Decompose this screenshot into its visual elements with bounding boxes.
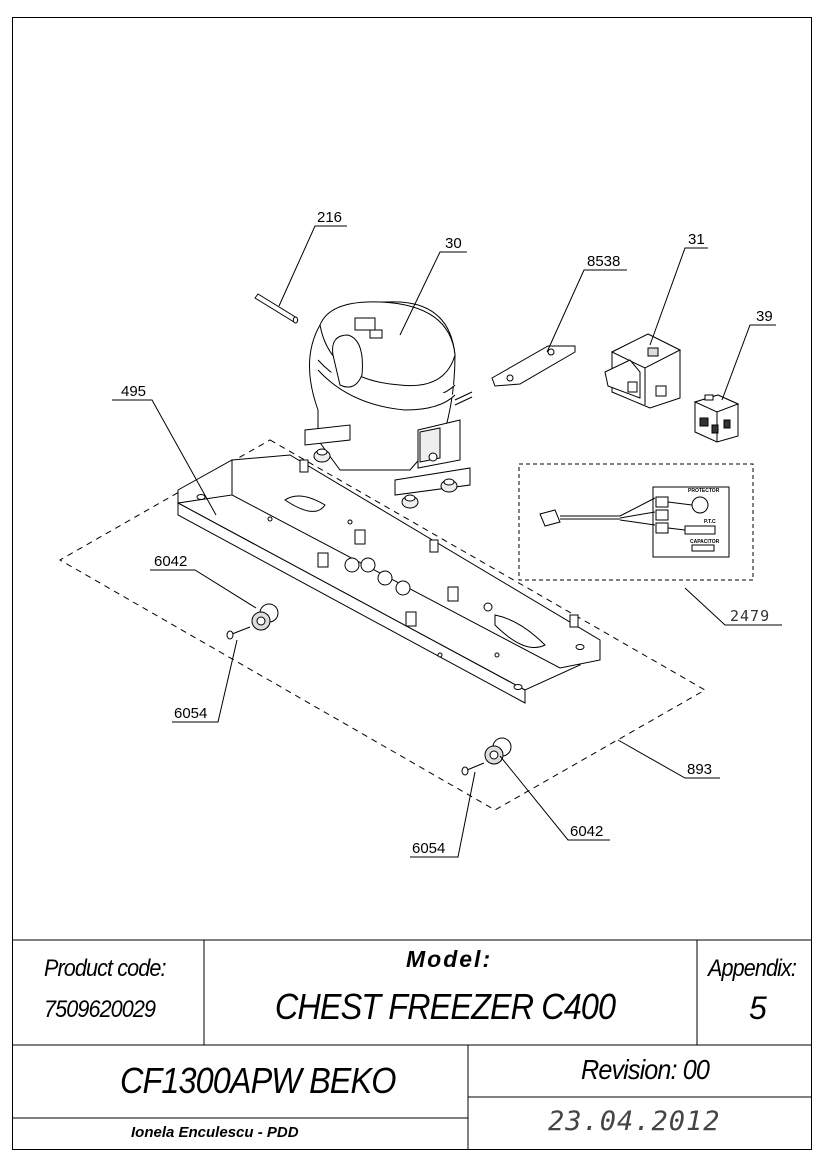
callout-893: 893 xyxy=(687,761,712,778)
compressor xyxy=(304,301,473,509)
sheet-border xyxy=(12,17,812,1150)
ptc-start-relay xyxy=(693,394,740,443)
cable-clamp xyxy=(491,345,576,387)
model-label: Model: xyxy=(406,946,493,972)
wiring-capacitor-label: CAPACITOR xyxy=(690,539,720,545)
product-name: CF1300APW BEKO xyxy=(120,1060,396,1101)
callout-216: 216 xyxy=(317,209,342,226)
callout-6054-right: 6054 xyxy=(412,840,445,857)
callout-8538: 8538 xyxy=(587,253,620,270)
callout-2479: 2479 xyxy=(730,607,770,625)
issue-date: 23.04.2012 xyxy=(548,1106,721,1137)
screw-right xyxy=(461,762,485,776)
title-block-grid xyxy=(12,939,812,1150)
callout-6042-right: 6042 xyxy=(570,823,603,840)
product-code-value: 7509620029 xyxy=(44,996,156,1023)
callout-6042-left: 6042 xyxy=(154,553,187,570)
callout-30: 30 xyxy=(445,235,462,252)
wiring-harness-detail xyxy=(518,463,754,581)
rubber-foot-right xyxy=(484,737,512,765)
callout-39: 39 xyxy=(756,308,773,325)
wiring-protector-label: PROTECTOR xyxy=(688,488,720,494)
appendix-value: 5 xyxy=(749,990,767,1026)
rubber-foot-left xyxy=(251,603,279,631)
compressor-mounting-rail xyxy=(176,454,601,704)
screw-left xyxy=(226,626,251,640)
callout-31: 31 xyxy=(688,231,705,248)
wiring-ptc-label: P.T.C xyxy=(704,519,716,525)
revision: Revision: 00 xyxy=(581,1054,710,1085)
appendix-label: Appendix: xyxy=(708,955,797,982)
model-value: CHEST FREEZER C400 xyxy=(274,986,616,1027)
callout-495: 495 xyxy=(121,383,146,400)
process-tube xyxy=(254,293,299,324)
base-plate-dashed-outline xyxy=(58,439,707,811)
relay-cover xyxy=(604,333,682,409)
author: Ionela Enculescu - PDD xyxy=(131,1124,299,1141)
leader-lines xyxy=(112,225,782,858)
callout-6054-left: 6054 xyxy=(174,705,207,722)
product-code-label: Product code: xyxy=(44,955,166,982)
